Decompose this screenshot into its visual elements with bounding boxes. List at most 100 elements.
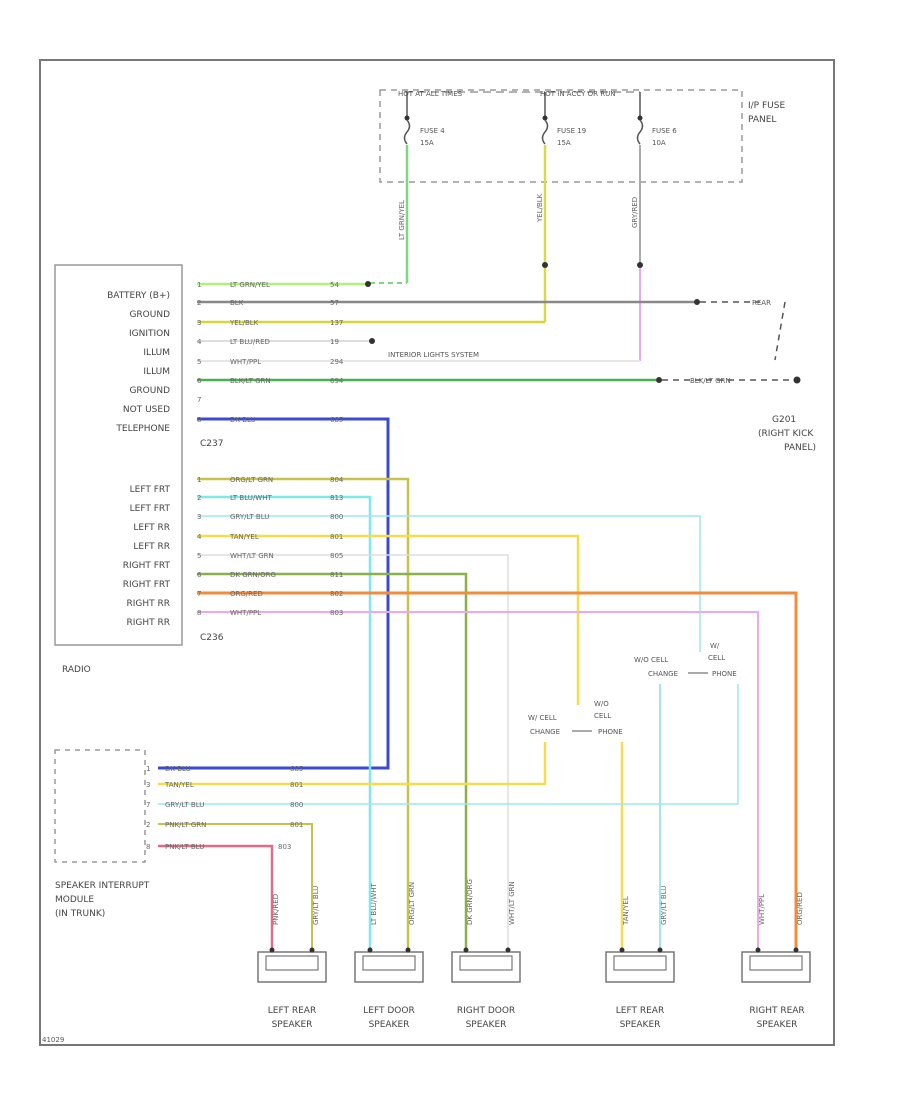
speaker-wire-label-9: WHT/PPL xyxy=(758,894,766,925)
module-wire-3-circuit: 801 xyxy=(290,781,303,789)
connector-c237: C237 xyxy=(200,439,223,449)
radio: RADIO C237 C236 BATTERY (B+) GROUND IGNI… xyxy=(54,264,224,675)
ground-splice xyxy=(694,299,700,305)
fuse-4-element xyxy=(403,119,411,145)
fuse-panel-box xyxy=(379,89,743,183)
speaker-wire-label-4: ORG/LT GRN xyxy=(408,882,416,925)
speaker-cone xyxy=(265,955,319,971)
speaker-right-rear: RIGHT REAR SPEAKER xyxy=(741,947,811,1030)
c237-wire-1-circuit: 54 xyxy=(330,281,339,289)
fuse-4-drop-label: LT GRN/YEL xyxy=(398,200,406,240)
c237-wire-5-name: WHT/PPL xyxy=(230,358,261,366)
module-pin-8: 8 xyxy=(146,843,150,851)
c236-wire-3-name: GRY/LT BLU xyxy=(230,513,269,521)
speaker-label-line1: LEFT DOOR xyxy=(363,1006,414,1016)
ground-rear-label: REAR xyxy=(752,299,771,307)
interrupt-module-line1: SPEAKER INTERRUPT xyxy=(55,881,150,891)
c236-wire-1-circuit: 804 xyxy=(330,476,344,484)
module-wire-1-name: DK BLU xyxy=(165,765,191,773)
radio-pin-labels-top: BATTERY (B+) GROUND IGNITION ILLUM ILLUM… xyxy=(107,291,170,434)
wire-left-rr1-to-module xyxy=(158,684,739,805)
pin-label-ground-2: GROUND xyxy=(129,386,170,396)
c237-pin-2: 2 xyxy=(197,299,201,307)
speaker-cone xyxy=(362,955,416,971)
speaker-wire-label-7: TAN/YEL xyxy=(622,896,630,926)
speaker-wire-label-2: GRY/LT BLU xyxy=(312,886,320,925)
c237-wire-5-circuit: 294 xyxy=(330,358,344,366)
pin-label-left-rr-1: LEFT RR xyxy=(133,523,170,533)
cell-switch-left-change: CHANGE xyxy=(530,728,560,736)
wire-right-rr-2 xyxy=(197,611,759,950)
fuse-6-node xyxy=(637,115,643,121)
fuse-panel: HOT AT ALL TIMES HOT IN ACCY OR RUN I/P … xyxy=(379,89,785,183)
fuse-19-drop-label: YEL/BLK xyxy=(536,193,544,223)
speaker-cone xyxy=(613,955,667,971)
c237-wire-4-circuit: 19 xyxy=(330,338,339,346)
module-wire-3-name: TAN/YEL xyxy=(164,781,194,789)
cell-switch-left-cell: CELL xyxy=(594,712,611,720)
c236-wire-5-circuit: 805 xyxy=(330,552,343,560)
pin-label-battery: BATTERY (B+) xyxy=(107,291,170,301)
c237-pin-6: 6 xyxy=(197,377,202,385)
battery-splice xyxy=(365,281,371,287)
speaker-wire-label-6: WHT/LT GRN xyxy=(508,881,516,925)
speaker-cone xyxy=(459,955,513,971)
radio-pin-labels-bottom: LEFT FRT LEFT FRT LEFT RR LEFT RR RIGHT … xyxy=(123,485,171,628)
module-wire-2-name: PNK/LT GRN xyxy=(165,821,206,829)
pin-label-illum-2: ILLUM xyxy=(143,367,170,377)
c237-wire-6-circuit: 694 xyxy=(330,377,344,385)
fuse-4-name: FUSE 4 xyxy=(420,127,445,135)
c236-wire-8-circuit: 803 xyxy=(330,609,343,617)
speaker-terminal xyxy=(463,947,469,953)
c237-pin-1: 1 xyxy=(197,281,201,289)
fuse-panel-name: I/P FUSE xyxy=(748,101,785,111)
cell-switch-right-phone: PHONE xyxy=(712,670,737,678)
c237-pin-7: 7 xyxy=(197,396,201,404)
fuse-19-rating: 15A xyxy=(557,139,571,147)
speaker-terminal xyxy=(657,947,663,953)
wire-right-rr-1 xyxy=(197,591,798,950)
connector-c236: C236 xyxy=(200,633,224,643)
speaker-body xyxy=(257,951,327,983)
speaker-cone xyxy=(749,955,803,971)
speaker-right-door: RIGHT DOOR SPEAKER xyxy=(451,947,521,1030)
c236-pin-5: 5 xyxy=(197,552,201,560)
fuse-4-rating: 15A xyxy=(420,139,434,147)
speaker-body xyxy=(354,951,424,983)
cell-switch-left: W/ CELL W/O CELL CHANGE PHONE xyxy=(158,700,624,950)
module-pin-2: 2 xyxy=(146,821,150,829)
pin-label-right-frt-2: RIGHT FRT xyxy=(123,580,171,590)
module-wire-8-name: PNK/LT BLU xyxy=(165,843,204,851)
c236-wire-6-name: DK GRN/ORG xyxy=(230,571,276,579)
pin-label-right-rr-2: RIGHT RR xyxy=(126,618,170,628)
interior-lights-label: INTERIOR LIGHTS SYSTEM xyxy=(388,351,479,359)
c237-wire-8-name: DK BLU xyxy=(230,416,256,424)
ground-2-label: BLK/LT GRN xyxy=(690,377,731,385)
c237-pin-5: 5 xyxy=(197,358,201,366)
c237-wire-1-name: LT GRN/YEL xyxy=(230,281,270,289)
cell-switch-left-wo: W/O xyxy=(594,700,609,708)
speaker-label-line2: SPEAKER xyxy=(369,1020,410,1030)
c236-pin-7: 7 xyxy=(197,590,201,598)
speaker-left-door: LEFT DOOR SPEAKER xyxy=(354,947,424,1030)
module-wire-1-circuit: 685 xyxy=(290,765,303,773)
wire-left-frt-2 xyxy=(197,495,372,950)
c237-wire-6-name: BLK/LT GRN xyxy=(230,377,271,385)
fuse-6-element xyxy=(636,119,644,145)
fuse-drop-wires: LT GRN/YEL YEL/BLK GRY/RED xyxy=(370,145,643,361)
speaker-label-line2: SPEAKER xyxy=(620,1020,661,1030)
speaker-terminal xyxy=(405,947,411,953)
c236-wire-6-circuit: 811 xyxy=(330,571,343,579)
speaker-wire-label-1: PNK/RED xyxy=(272,894,280,925)
interrupt-module-box xyxy=(54,749,146,863)
c237-pin-8: 8 xyxy=(197,416,201,424)
c236-wire-4-name: TAN/YEL xyxy=(229,533,259,541)
cell-switch-right-change: CHANGE xyxy=(648,670,678,678)
speaker-label-line1: RIGHT DOOR xyxy=(457,1006,515,1016)
module-wire-8-circuit: 803 xyxy=(278,843,291,851)
c236-pin-1: 1 xyxy=(197,476,201,484)
ground-point xyxy=(793,376,801,384)
c237-pin-3: 3 xyxy=(197,319,201,327)
fuse-19-name: FUSE 19 xyxy=(557,127,586,135)
wire-left-rr-1 xyxy=(197,515,701,652)
